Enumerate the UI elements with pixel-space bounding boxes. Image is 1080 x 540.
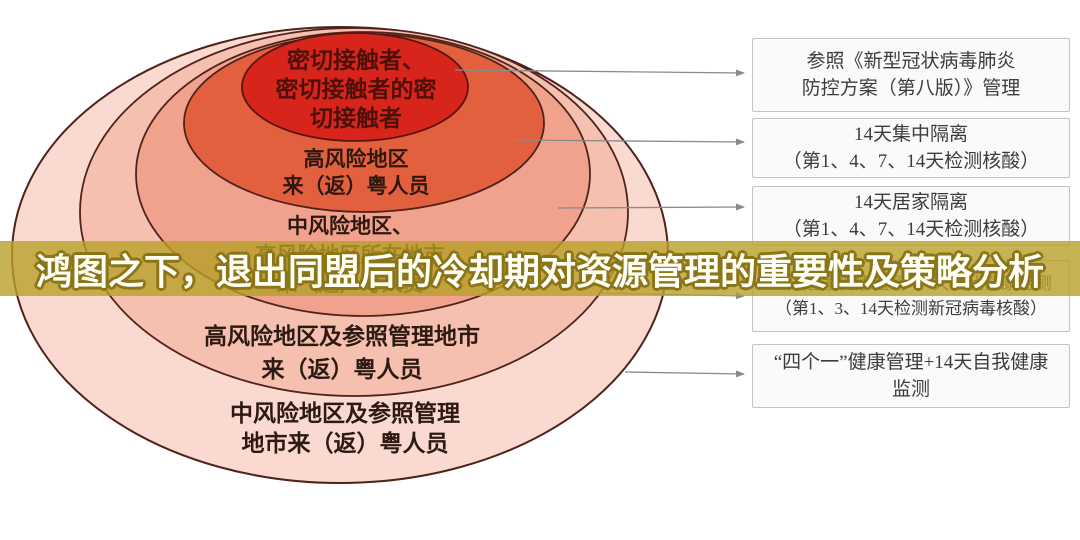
measure-text: （第1、3、14天检测新冠病毒核酸）	[775, 299, 1047, 318]
connector-line-3	[557, 203, 745, 211]
measure-text: 防控方案（第八版）》管理	[801, 78, 1021, 99]
ring-label-line: 高风险地区及参照管理地市	[204, 323, 480, 349]
ring-label-line: 密切接触者、	[287, 47, 425, 73]
measure-text: “四个一”健康管理+14天自我健康	[773, 352, 1049, 373]
ring-label-medium-risk-city: 中风险地区及参照管理 地市来（返）粤人员	[230, 398, 460, 458]
measure-text: （第1、4、7、14天检测核酸）	[782, 219, 1040, 240]
measure-text: 14天居家隔离	[853, 192, 968, 213]
ring-label-high-risk-area: 高风险地区 来（返）粤人员	[283, 146, 430, 200]
ring-label-close-contacts: 密切接触者、 密切接触者的密 切接触者	[276, 46, 437, 133]
measure-box-centralized-quarantine: 14天集中隔离 （第1、4、7、14天检测核酸）	[752, 118, 1070, 178]
headline-title: 鸿图之下，退出同盟后的冷却期对资源管理的重要性及策略分析	[35, 250, 1044, 292]
ring-label-high-risk-city: 高风险地区及参照管理地市 来（返）粤人员	[204, 320, 480, 386]
measure-box-home-quarantine: 14天居家隔离 （第1、4、7、14天检测核酸）	[752, 186, 1070, 246]
measure-box-self-monitoring: “四个一”健康管理+14天自我健康 监测	[752, 344, 1070, 408]
ring-label-line: 中风险地区、	[287, 215, 413, 238]
ring-label-line: 地市来（返）粤人员	[241, 430, 449, 456]
ring-label-line: 来（返）粤人员	[282, 175, 430, 198]
ring-label-line: 密切接触者的密	[275, 76, 437, 102]
ring-label-line: 来（返）粤人员	[261, 356, 423, 382]
ring-ellipse-close-contacts	[241, 32, 469, 142]
connector-line-1	[454, 69, 745, 77]
measure-box-contacts: 参照《新型冠状病毒肺炎 防控方案（第八版）》管理	[752, 38, 1070, 112]
ring-label-line: 高风险地区	[303, 148, 409, 171]
connector-line-2	[514, 138, 745, 146]
ring-label-line: 中风险地区及参照管理	[230, 400, 460, 426]
ring-label-line: 切接触者	[310, 105, 402, 131]
measure-text: （第1、4、7、14天检测核酸）	[782, 151, 1040, 172]
measure-text: 监测	[891, 379, 930, 400]
headline-banner: 鸿图之下，退出同盟后的冷却期对资源管理的重要性及策略分析	[0, 241, 1080, 296]
measure-text: 参照《新型冠状病毒肺炎	[806, 51, 1016, 72]
measure-text: 14天集中隔离	[853, 124, 968, 145]
connector-line-5	[624, 370, 745, 378]
